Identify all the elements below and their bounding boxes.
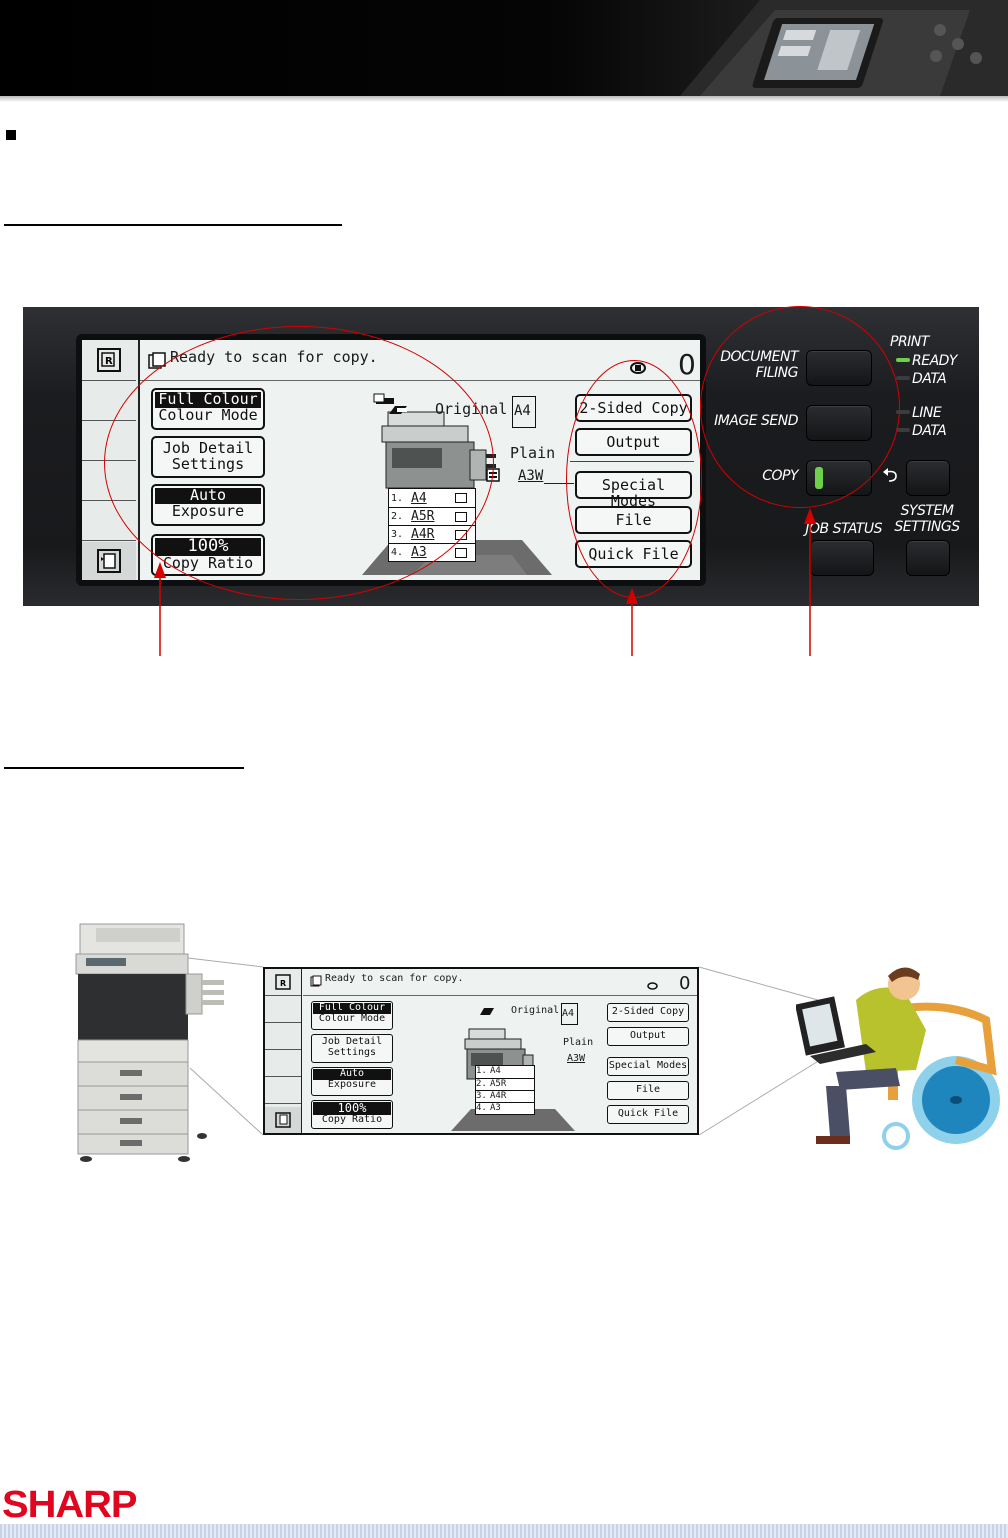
original-feed-icon xyxy=(480,1008,494,1015)
tray-row-2[interactable]: 2. A5R xyxy=(476,1079,534,1091)
tray-size: A4 xyxy=(490,1066,501,1076)
side-tab[interactable] xyxy=(265,1076,301,1104)
paper-size: A3W xyxy=(567,1053,586,1064)
original-label: Original xyxy=(511,1005,560,1016)
side-tab[interactable] xyxy=(82,500,136,541)
colour-mode-value: Full Colour xyxy=(313,1002,391,1014)
tray-number: 2. xyxy=(476,1079,487,1089)
status-divider xyxy=(303,995,697,996)
side-tab[interactable] xyxy=(82,460,136,501)
job-queue-icon xyxy=(647,982,658,990)
original-size: A4 xyxy=(514,403,531,419)
highlight-ellipse-right xyxy=(700,306,900,508)
svg-text:R: R xyxy=(280,979,286,988)
quick-file-button[interactable]: Quick File xyxy=(607,1105,689,1124)
exposure-label: Exposure xyxy=(327,1078,377,1090)
file-button[interactable]: File xyxy=(607,1081,689,1100)
paper-tray-list: 1. A4 2. A5R 3. A4R 4. A3 xyxy=(475,1065,535,1115)
colour-mode-button[interactable]: Full Colour Colour Mode xyxy=(311,1001,393,1030)
exposure-button[interactable]: Auto Exposure xyxy=(311,1067,393,1096)
document-icon xyxy=(275,1112,291,1128)
side-tab[interactable] xyxy=(265,995,301,1023)
copier-machine-illustration xyxy=(75,923,224,1162)
tray-size: A4R xyxy=(490,1091,507,1101)
job-status-label: JOB STATUS xyxy=(805,521,882,537)
tray-row-1[interactable]: 1. A4 xyxy=(476,1066,534,1079)
side-tab-bottom[interactable] xyxy=(265,1107,301,1133)
original-size: A4 xyxy=(562,1008,575,1019)
side-tab[interactable] xyxy=(265,1022,301,1050)
side-tab-copy[interactable]: R xyxy=(265,969,301,996)
wheelchair-user-illustration xyxy=(796,967,1000,1150)
special-modes-button[interactable]: Special Modes xyxy=(607,1057,689,1076)
job-status-button[interactable] xyxy=(810,540,874,576)
line-data-label: DATA xyxy=(912,423,947,439)
sharp-logo: SHARP xyxy=(2,1484,137,1526)
system-settings-label: SYSTEM SETTINGS xyxy=(894,503,960,535)
print-label: PRINT xyxy=(890,334,929,350)
tray-size: A3 xyxy=(490,1103,501,1113)
tray-row-4[interactable]: 4. A3 xyxy=(476,1103,534,1114)
side-tab-column: R xyxy=(265,969,302,1133)
two-sided-copy-button[interactable]: 2-Sided Copy xyxy=(607,1003,689,1022)
side-tab-bottom[interactable] xyxy=(82,542,136,580)
ready-led xyxy=(896,358,910,362)
copy-counter: 0 xyxy=(678,348,696,381)
heading-underline xyxy=(4,767,244,769)
tray-size: A5R xyxy=(490,1079,507,1089)
copy-ratio-value: 100% xyxy=(313,1102,391,1115)
side-tab[interactable] xyxy=(82,380,136,421)
exposure-value: Auto xyxy=(313,1068,391,1080)
original-size-box: A4 xyxy=(512,396,536,428)
tray-paper-icon xyxy=(455,547,467,558)
annotation-arrows xyxy=(154,508,816,656)
data-led xyxy=(896,376,910,380)
ready-label: READY xyxy=(912,353,957,369)
side-tab[interactable] xyxy=(265,1049,301,1077)
line-label: LINE xyxy=(912,405,942,421)
paper-size: A3W xyxy=(518,468,544,484)
job-detail-line1: Job Detail xyxy=(321,1036,383,1047)
copy-mode-icon: R xyxy=(97,348,121,372)
banner-divider xyxy=(0,96,1008,102)
copy-counter: 0 xyxy=(679,973,691,994)
system-settings-button[interactable] xyxy=(906,540,950,576)
data-label: DATA xyxy=(912,371,947,387)
tray-number: 4. xyxy=(476,1103,487,1113)
footer-bar xyxy=(0,1524,1008,1538)
tray-number: 3. xyxy=(476,1091,487,1101)
original-size-box: A4 xyxy=(561,1003,578,1025)
heading-underline xyxy=(4,224,342,226)
tray-row-3[interactable]: 3. A4R xyxy=(476,1091,534,1103)
document-icon xyxy=(97,549,121,573)
copy-ratio-button[interactable]: 100% Copy Ratio xyxy=(311,1100,393,1129)
side-tab-copy[interactable]: R xyxy=(82,340,136,381)
bullet-icon xyxy=(6,130,16,140)
tray-number: 1. xyxy=(476,1066,487,1076)
colour-mode-label: Colour Mode xyxy=(318,1012,386,1024)
job-detail-settings-button[interactable]: Job Detail Settings xyxy=(311,1034,393,1063)
copy-mode-icon: R xyxy=(275,974,291,990)
line-led xyxy=(896,410,910,414)
back-button[interactable] xyxy=(906,460,950,496)
back-arrow-icon xyxy=(883,468,897,482)
paper-type: Plain xyxy=(510,444,556,462)
touch-screen-zoom-display: R Ready to scan for copy. 0 Full Colour … xyxy=(265,969,697,1133)
job-detail-line2: Settings xyxy=(327,1046,377,1058)
bypass-line xyxy=(544,483,574,484)
line-data-led xyxy=(896,428,910,432)
scanner-icon xyxy=(148,352,166,369)
status-message: Ready to scan for copy. xyxy=(325,973,464,984)
paper-type: Plain xyxy=(563,1037,594,1048)
svg-text:R: R xyxy=(105,356,113,367)
output-button[interactable]: Output xyxy=(607,1027,689,1046)
highlight-ellipse-left xyxy=(104,326,494,600)
copy-ratio-label: Copy Ratio xyxy=(321,1113,383,1125)
banner-control-panel-image xyxy=(680,0,1008,96)
scanner-icon xyxy=(310,975,322,987)
